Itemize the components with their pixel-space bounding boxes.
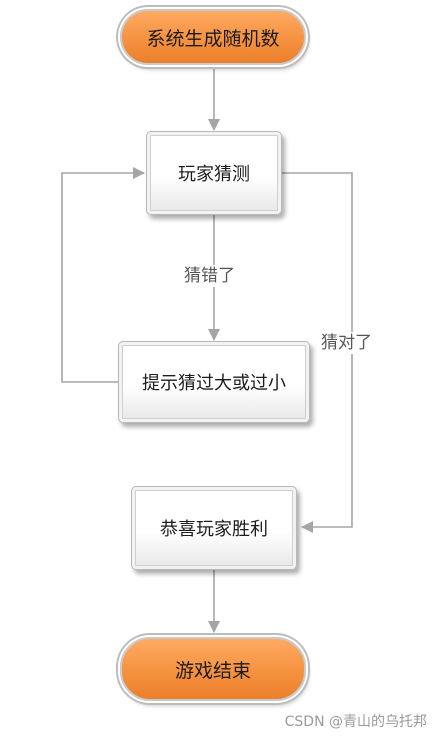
hint-node-label: 提示猜过大或过小	[142, 373, 286, 394]
edge-label-wrong: 猜错了	[182, 265, 237, 287]
win-node-label: 恭喜玩家胜利	[160, 519, 268, 540]
win-node: 恭喜玩家胜利	[131, 486, 297, 570]
edge-label-right: 猜对了	[319, 332, 374, 354]
start-node-label: 系统生成随机数	[146, 27, 280, 50]
guess-node: 玩家猜测	[146, 131, 282, 215]
hint-node: 提示猜过大或过小	[118, 341, 310, 423]
end-node-label: 游戏结束	[174, 659, 251, 682]
start-node: 系统生成随机数	[120, 9, 306, 65]
end-node: 游戏结束	[120, 637, 306, 701]
guess-node-label: 玩家猜测	[178, 164, 250, 185]
watermark: CSDN @青山的乌托邦	[284, 714, 427, 730]
arrow-hint-loop-back	[61, 167, 145, 383]
